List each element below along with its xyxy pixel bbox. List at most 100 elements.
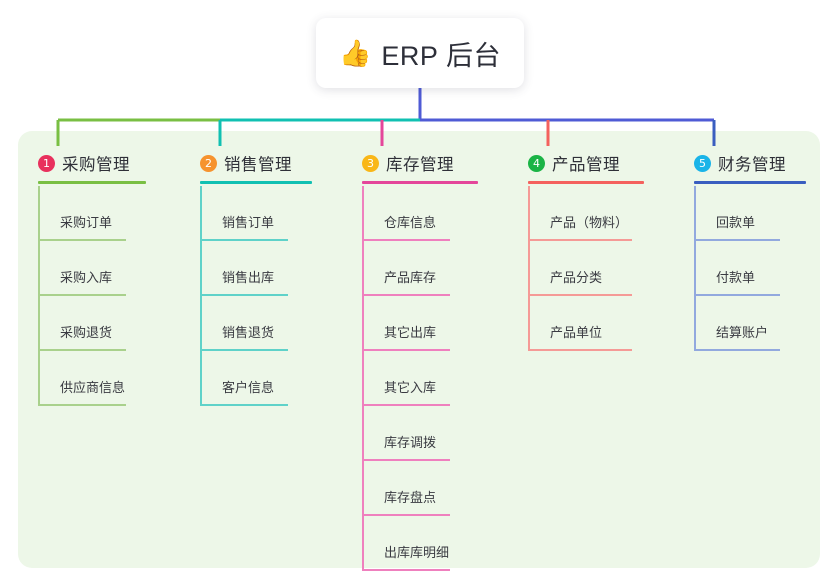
leaf-label: 库存盘点	[384, 490, 437, 505]
leaf-spine	[362, 351, 364, 406]
branch-items: 回款单付款单结算账户	[694, 186, 806, 351]
leaf-label: 销售退货	[222, 325, 275, 340]
leaf-node[interactable]: 销售退货	[200, 296, 312, 351]
leaf-label: 客户信息	[222, 380, 275, 395]
leaf-node[interactable]: 产品分类	[528, 241, 644, 296]
leaf-label: 其它出库	[384, 325, 437, 340]
leaf-spine	[200, 296, 202, 351]
leaf-spine	[362, 461, 364, 516]
branch-number-badge: 3	[362, 154, 379, 172]
leaf-label: 产品库存	[384, 270, 437, 285]
leaf-node[interactable]: 库存调拨	[362, 406, 478, 461]
leaf-underline	[38, 239, 126, 241]
leaf-node[interactable]: 库存盘点	[362, 461, 478, 516]
branch-items: 仓库信息产品库存其它出库其它入库库存调拨库存盘点出库库明细	[362, 186, 478, 571]
leaf-node[interactable]: 仓库信息	[362, 186, 478, 241]
leaf-node[interactable]: 结算账户	[694, 296, 806, 351]
leaf-node[interactable]: 产品（物料）	[528, 186, 644, 241]
leaf-node[interactable]: 其它出库	[362, 296, 478, 351]
leaf-spine	[528, 296, 530, 351]
branch-number-badge: 4	[528, 154, 545, 172]
leaf-spine	[528, 241, 530, 296]
leaf-node[interactable]: 采购入库	[38, 241, 146, 296]
branch-title: 产品管理	[552, 156, 620, 174]
leaf-spine	[694, 241, 696, 296]
branch-title: 销售管理	[224, 156, 292, 174]
leaf-underline	[694, 349, 780, 351]
leaf-spine	[38, 351, 40, 406]
root-title: ERP 后台	[381, 40, 501, 71]
leaf-underline	[528, 239, 632, 241]
leaf-underline	[694, 239, 780, 241]
leaf-label: 采购订单	[60, 215, 113, 230]
branch-number-badge: 5	[694, 154, 711, 172]
leaf-node[interactable]: 回款单	[694, 186, 806, 241]
branch-column-3: 3 库存管理仓库信息产品库存其它出库其它入库库存调拨库存盘点出库库明细	[362, 150, 478, 571]
leaf-label: 库存调拨	[384, 435, 437, 450]
leaf-node[interactable]: 付款单	[694, 241, 806, 296]
branch-underline	[528, 181, 644, 184]
branch-header-5[interactable]: 5 财务管理	[694, 150, 806, 176]
branch-title: 库存管理	[386, 156, 454, 174]
leaf-node[interactable]: 采购订单	[38, 186, 146, 241]
leaf-node[interactable]: 其它入库	[362, 351, 478, 406]
leaf-label: 回款单	[716, 215, 756, 230]
leaf-node[interactable]: 出库库明细	[362, 516, 478, 571]
leaf-spine	[694, 186, 696, 241]
branch-title: 采购管理	[62, 156, 130, 174]
branch-header-4[interactable]: 4 产品管理	[528, 150, 644, 176]
leaf-label: 产品单位	[550, 325, 603, 340]
leaf-node[interactable]: 产品单位	[528, 296, 644, 351]
branch-title: 财务管理	[718, 156, 786, 174]
leaf-label: 结算账户	[716, 325, 769, 340]
leaf-spine	[362, 406, 364, 461]
leaf-underline	[362, 459, 450, 461]
leaf-node[interactable]: 供应商信息	[38, 351, 146, 406]
branch-items: 采购订单采购入库采购退货供应商信息	[38, 186, 146, 406]
leaf-underline	[200, 294, 288, 296]
leaf-spine	[200, 186, 202, 241]
leaf-underline	[200, 404, 288, 406]
leaf-underline	[528, 349, 632, 351]
leaf-label: 产品分类	[550, 270, 603, 285]
leaf-underline	[362, 349, 450, 351]
leaf-spine	[38, 186, 40, 241]
leaf-spine	[528, 186, 530, 241]
branch-items: 销售订单销售出库销售退货客户信息	[200, 186, 312, 406]
root-node[interactable]: 👍 ERP 后台	[316, 18, 524, 88]
leaf-spine	[362, 296, 364, 351]
leaf-spine	[200, 241, 202, 296]
leaf-label: 销售出库	[222, 270, 275, 285]
leaf-underline	[362, 239, 450, 241]
leaf-spine	[38, 241, 40, 296]
branch-column-4: 4 产品管理产品（物料） 产品分类产品单位	[528, 150, 644, 351]
leaf-underline	[200, 349, 288, 351]
leaf-label: 销售订单	[222, 215, 275, 230]
leaf-underline	[528, 294, 632, 296]
branch-underline	[694, 181, 806, 184]
leaf-underline	[362, 294, 450, 296]
leaf-spine	[38, 296, 40, 351]
leaf-spine	[200, 351, 202, 406]
leaf-underline	[200, 239, 288, 241]
leaf-node[interactable]: 销售出库	[200, 241, 312, 296]
leaf-underline	[694, 294, 780, 296]
leaf-node[interactable]: 销售订单	[200, 186, 312, 241]
leaf-node[interactable]: 产品库存	[362, 241, 478, 296]
leaf-label: 供应商信息	[60, 380, 126, 395]
branch-header-3[interactable]: 3 库存管理	[362, 150, 478, 176]
leaf-underline	[38, 404, 126, 406]
leaf-spine	[362, 241, 364, 296]
leaf-node[interactable]: 采购退货	[38, 296, 146, 351]
branch-underline	[362, 181, 478, 184]
leaf-node[interactable]: 客户信息	[200, 351, 312, 406]
leaf-spine	[362, 516, 364, 571]
branch-items: 产品（物料） 产品分类产品单位	[528, 186, 644, 351]
leaf-label: 其它入库	[384, 380, 437, 395]
leaf-label: 采购退货	[60, 325, 113, 340]
